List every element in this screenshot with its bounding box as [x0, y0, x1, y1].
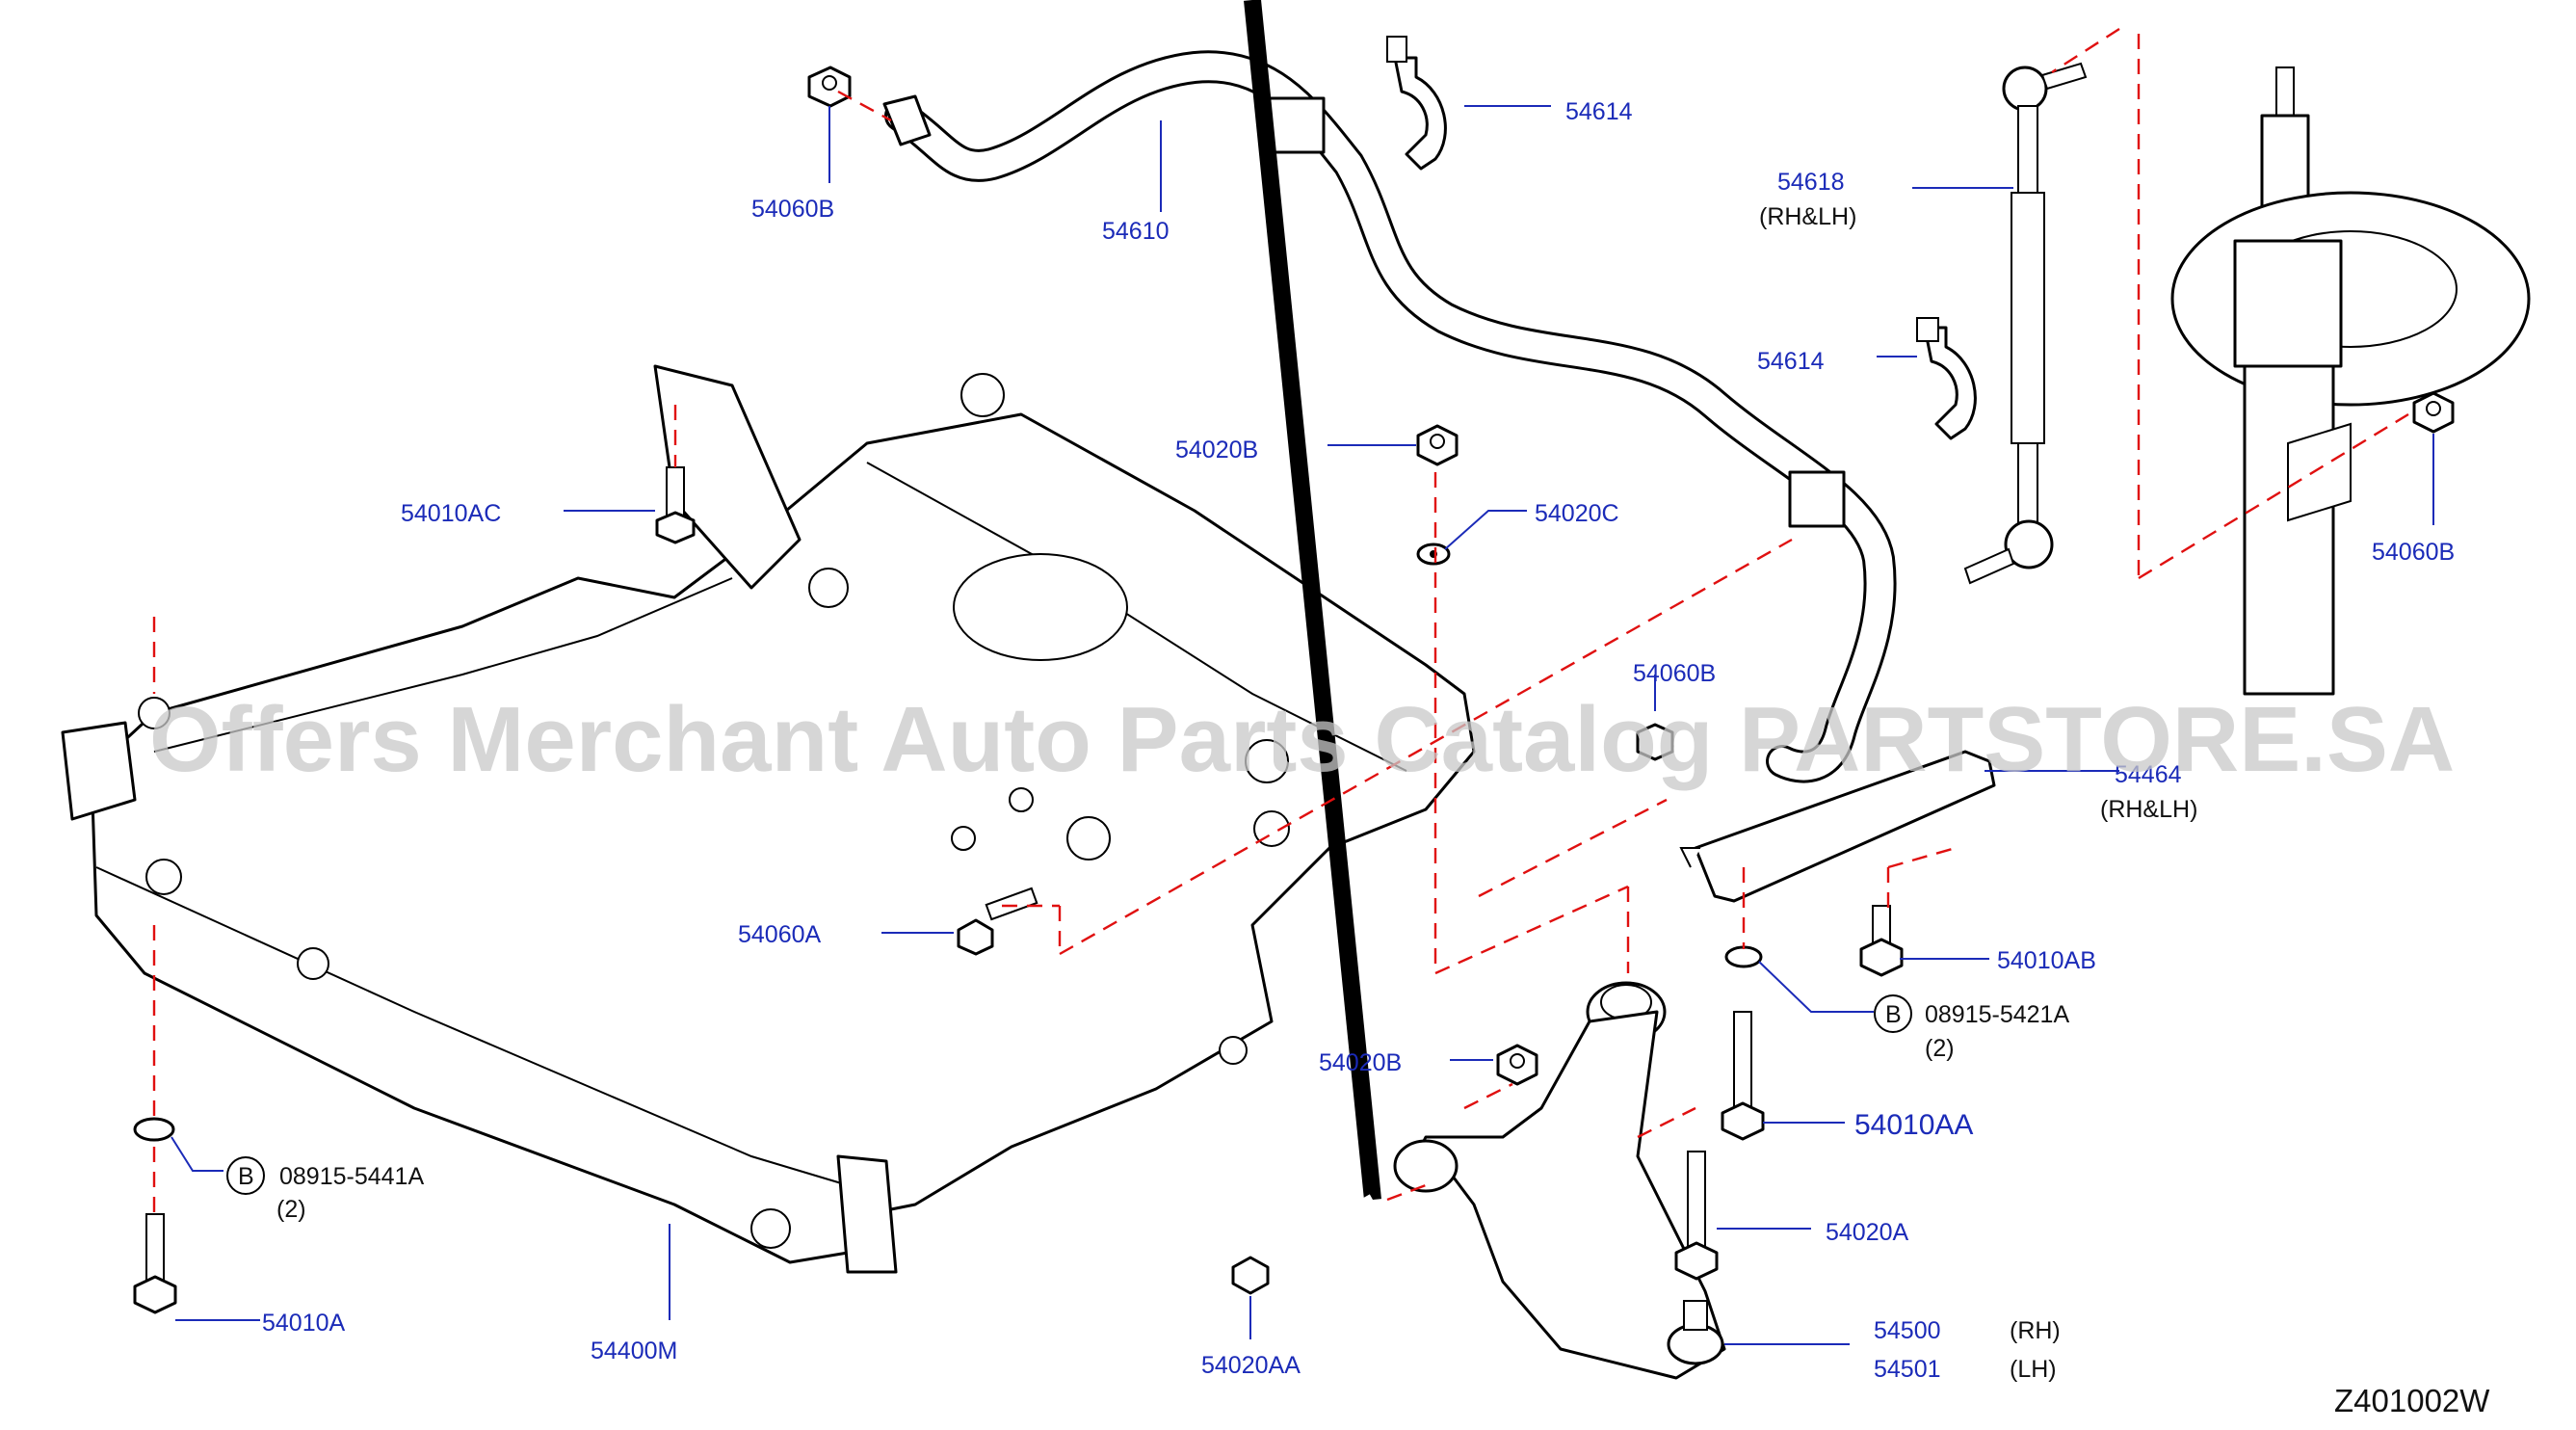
callout-54060B-mid: 54060B	[1633, 660, 1716, 687]
callout-54464-side: (RH&LH)	[2100, 796, 2197, 823]
nut-54060B-top[interactable]	[807, 66, 852, 108]
washer-08915-5421A[interactable]	[1724, 945, 1763, 968]
callout-54500: 54500	[1874, 1317, 1941, 1344]
bolt-54010AC[interactable]	[655, 466, 696, 544]
callout-54618: 54618	[1777, 169, 1845, 196]
bolt-54010AA[interactable]	[1721, 1011, 1765, 1141]
lower-control-arm[interactable]	[1393, 981, 1726, 1380]
bolt-54060A[interactable]	[957, 887, 1038, 956]
nut-54020B-top[interactable]	[1416, 424, 1459, 466]
bolt-54020AA[interactable]	[1231, 0, 1381, 1295]
callout-54020B-top: 54020B	[1175, 437, 1258, 463]
callout-54501: 54501	[1874, 1356, 1941, 1383]
callout-54060B-right: 54060B	[2372, 539, 2455, 566]
washer-54020C[interactable]	[1416, 543, 1451, 566]
callout-b-letter-5441A: B	[238, 1163, 254, 1190]
leader-lines	[171, 105, 2434, 1345]
callout-08915-5441A-qty: (2)	[276, 1196, 306, 1223]
callout-b-circle-5441A	[226, 1156, 265, 1195]
stabilizer-link[interactable]	[1963, 62, 2088, 585]
callout-54010A: 54010A	[262, 1310, 346, 1337]
heat-shield[interactable]	[1679, 750, 1996, 903]
callout-54501-side: (LH)	[2010, 1356, 2057, 1383]
callout-08915-5441A: 08915-5441A	[279, 1163, 424, 1190]
callout-54020C: 54020C	[1535, 500, 1619, 527]
bolt-54010AB[interactable]	[1859, 905, 1904, 977]
callout-54614-top: 54614	[1565, 98, 1633, 125]
callout-54614-mid: 54614	[1757, 348, 1825, 375]
callout-b-circle-5421A	[1874, 994, 1912, 1033]
callout-54464: 54464	[2115, 761, 2182, 788]
callout-54400M: 54400M	[591, 1337, 677, 1364]
bushing-bracket-mid[interactable]	[1916, 317, 1977, 440]
callout-b-letter-5421A: B	[1885, 1001, 1902, 1028]
callout-54610: 54610	[1102, 218, 1170, 245]
callout-54010AB: 54010AB	[1997, 947, 2096, 974]
strut-assembly[interactable]	[2170, 66, 2531, 696]
diagram-reference-code: Z401002W	[2334, 1383, 2490, 1418]
callout-54020AA: 54020AA	[1201, 1352, 1301, 1379]
front-subframe[interactable]	[61, 364, 1476, 1274]
washer-08915-5441A[interactable]	[133, 1117, 175, 1142]
callout-54618-side: (RH&LH)	[1759, 203, 1856, 230]
bolt-54020A[interactable]	[1674, 1151, 1719, 1281]
watermark-text: Offers Merchant Auto Parts Catalog PARTS…	[149, 688, 2455, 791]
callout-08915-5421A: 08915-5421A	[1925, 1001, 2069, 1028]
nut-54020B-low[interactable]	[1496, 1044, 1538, 1086]
callout-54010AC: 54010AC	[401, 500, 501, 527]
bar-end-left	[882, 94, 932, 146]
callout-54500-side: (RH)	[2010, 1317, 2061, 1344]
bolt-54010A[interactable]	[133, 1213, 177, 1314]
nut-54060B-mid[interactable]	[1636, 723, 1674, 761]
callout-54020B-low: 54020B	[1319, 1049, 1402, 1076]
callout-54060B-top: 54060B	[751, 196, 834, 223]
bar-bushing-right	[1788, 470, 1846, 528]
callout-08915-5421A-qty: (2)	[1925, 1035, 1955, 1062]
callout-54060A: 54060A	[738, 921, 822, 948]
assembly-guide-lines	[152, 27, 2409, 1214]
nut-54060B-right[interactable]	[2412, 391, 2455, 434]
callout-54010AA: 54010AA	[1854, 1109, 1973, 1141]
bushing-bracket-top[interactable]	[1386, 36, 1447, 171]
bar-bushing-left	[1268, 96, 1326, 154]
callout-54020A: 54020A	[1826, 1219, 1909, 1246]
